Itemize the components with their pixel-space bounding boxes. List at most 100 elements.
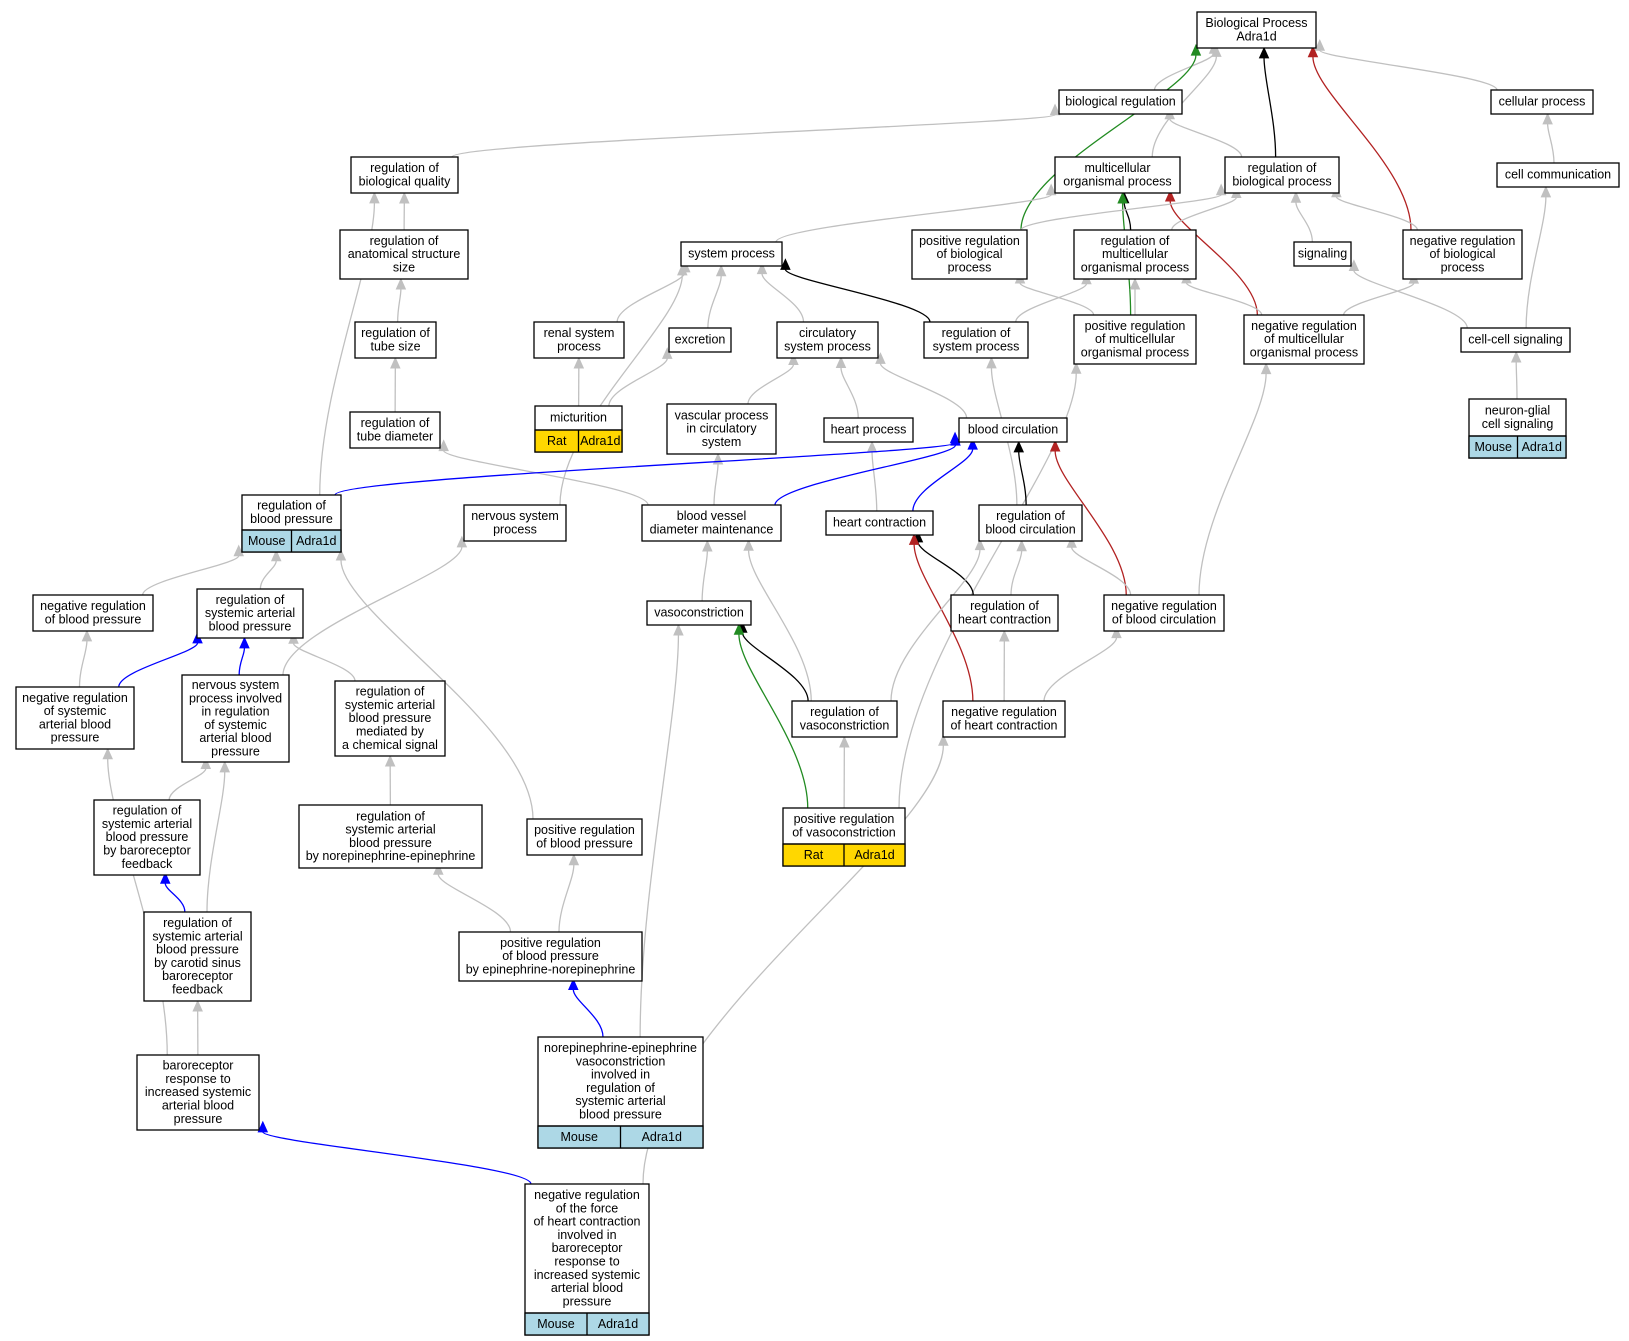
edge-line (639, 634, 680, 1038)
species-tag: Rat (804, 848, 824, 862)
edge-regsabaro-to-nsinv (168, 757, 212, 801)
node-label-line: regulation of (113, 804, 182, 818)
node-label-line: increased systemic (534, 1268, 640, 1282)
edge-line (238, 647, 246, 676)
node-bloodcirc[interactable]: blood circulation (958, 417, 1068, 443)
node-breg[interactable]: biological regulation (1058, 89, 1183, 115)
node-label-line: of blood circulation (1112, 612, 1216, 626)
node-sysproc[interactable]: system process (680, 241, 783, 267)
node-label-line: blood pressure (349, 836, 432, 850)
node-signaling[interactable]: signaling (1293, 241, 1352, 267)
node-box (958, 417, 1068, 443)
node-label-line: of heart contraction (533, 1215, 640, 1229)
arrowhead (233, 544, 245, 557)
node-label-line: renal system (544, 326, 615, 340)
edge-regbc-to-bloodcirc (1013, 440, 1027, 506)
arrowhead (839, 735, 850, 748)
node-label-line: nervous system (471, 509, 559, 523)
node-cellcell[interactable]: cell-cell signaling (1460, 327, 1571, 353)
edge-line (206, 771, 226, 913)
node-box (950, 594, 1059, 632)
node-label-line: of biological (1429, 247, 1495, 261)
node-label-line: biological quality (359, 174, 451, 188)
edge-line (1018, 451, 1027, 506)
node-box (143, 911, 252, 1002)
node-label-line: organismal process (1081, 346, 1189, 360)
node-box (1054, 156, 1181, 194)
node-box (776, 321, 879, 359)
node-box (1103, 594, 1225, 632)
node-heartcon[interactable]: heart contraction (825, 510, 934, 536)
edge-line (912, 449, 974, 512)
node-label-line: blood pressure (156, 943, 239, 957)
edge-negrhc-to-negrbc (1043, 626, 1122, 702)
node-label-line: baroreceptor (162, 969, 233, 983)
node-label-line: arterial blood (39, 717, 111, 731)
node-cellproc[interactable]: cellular process (1490, 89, 1594, 115)
edge-micturition-to-excretion (608, 347, 673, 407)
edge-line (1153, 52, 1215, 91)
node-box (526, 818, 643, 856)
edge-line (1019, 282, 1095, 316)
edge-line (707, 275, 722, 329)
node-cellcomm[interactable]: cell communication (1496, 162, 1620, 188)
edge-cellproc-to-bp (1314, 38, 1498, 91)
edge-line (292, 642, 356, 682)
arrowhead (866, 440, 878, 453)
node-vasocon[interactable]: vasoconstriction (646, 600, 752, 626)
node-label-line: regulation of (356, 809, 425, 823)
edge-negrhc-to-reghc (999, 629, 1010, 702)
node-label-line: nervous system (192, 678, 280, 692)
node-label-line: cell communication (1505, 168, 1611, 182)
node-label-line: system (702, 435, 742, 449)
node-label-line: blood vessel (677, 509, 747, 523)
node-label-line: of blood pressure (45, 612, 142, 626)
edge-reghc-to-regbc (1010, 539, 1027, 596)
edge-regsachem-to-regsabp (288, 632, 356, 682)
node-nevaso[interactable]: norepinephrine-epinephrinevasoconstricti… (537, 1036, 704, 1149)
edge-line (164, 883, 186, 913)
node-heartproc[interactable]: heart process (823, 417, 914, 443)
node-excretion[interactable]: excretion (668, 327, 732, 353)
node-box (354, 321, 437, 359)
